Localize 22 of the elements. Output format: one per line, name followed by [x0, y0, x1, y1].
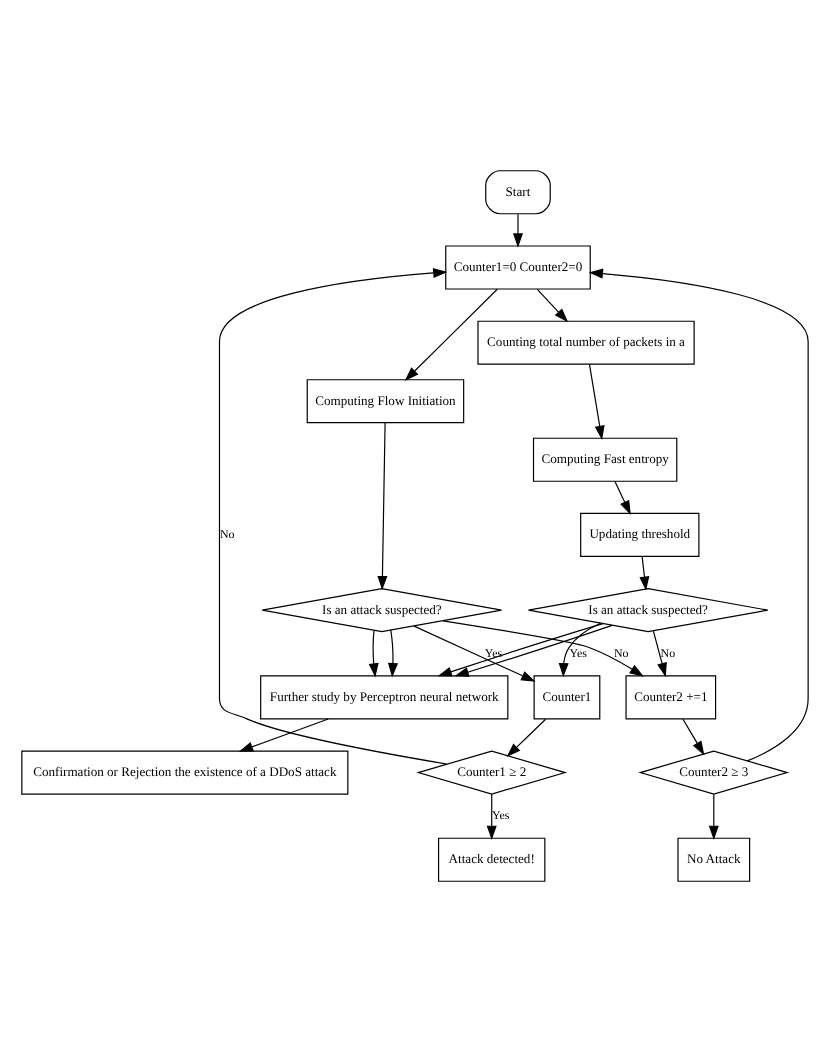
- arrow: [639, 555, 650, 590]
- arrow: [506, 717, 547, 756]
- arrow: [682, 717, 705, 755]
- arrow: [437, 622, 604, 676]
- arrow: [588, 362, 605, 439]
- arrow: [442, 619, 644, 676]
- arrow: [708, 792, 719, 839]
- arrow: [454, 623, 613, 676]
- arrow: [404, 287, 498, 380]
- arrow: [588, 267, 809, 761]
- arrow: [512, 212, 523, 247]
- arrow: [652, 629, 667, 677]
- arrow: [238, 717, 329, 751]
- arrow: [368, 629, 379, 677]
- arrow: [218, 266, 448, 764]
- arrow: [536, 287, 569, 322]
- arrow: [377, 421, 388, 590]
- arrow: [558, 621, 602, 677]
- arrow: [387, 628, 398, 677]
- arrow: [486, 792, 497, 839]
- arrow: [413, 624, 536, 681]
- arrow: [614, 480, 631, 514]
